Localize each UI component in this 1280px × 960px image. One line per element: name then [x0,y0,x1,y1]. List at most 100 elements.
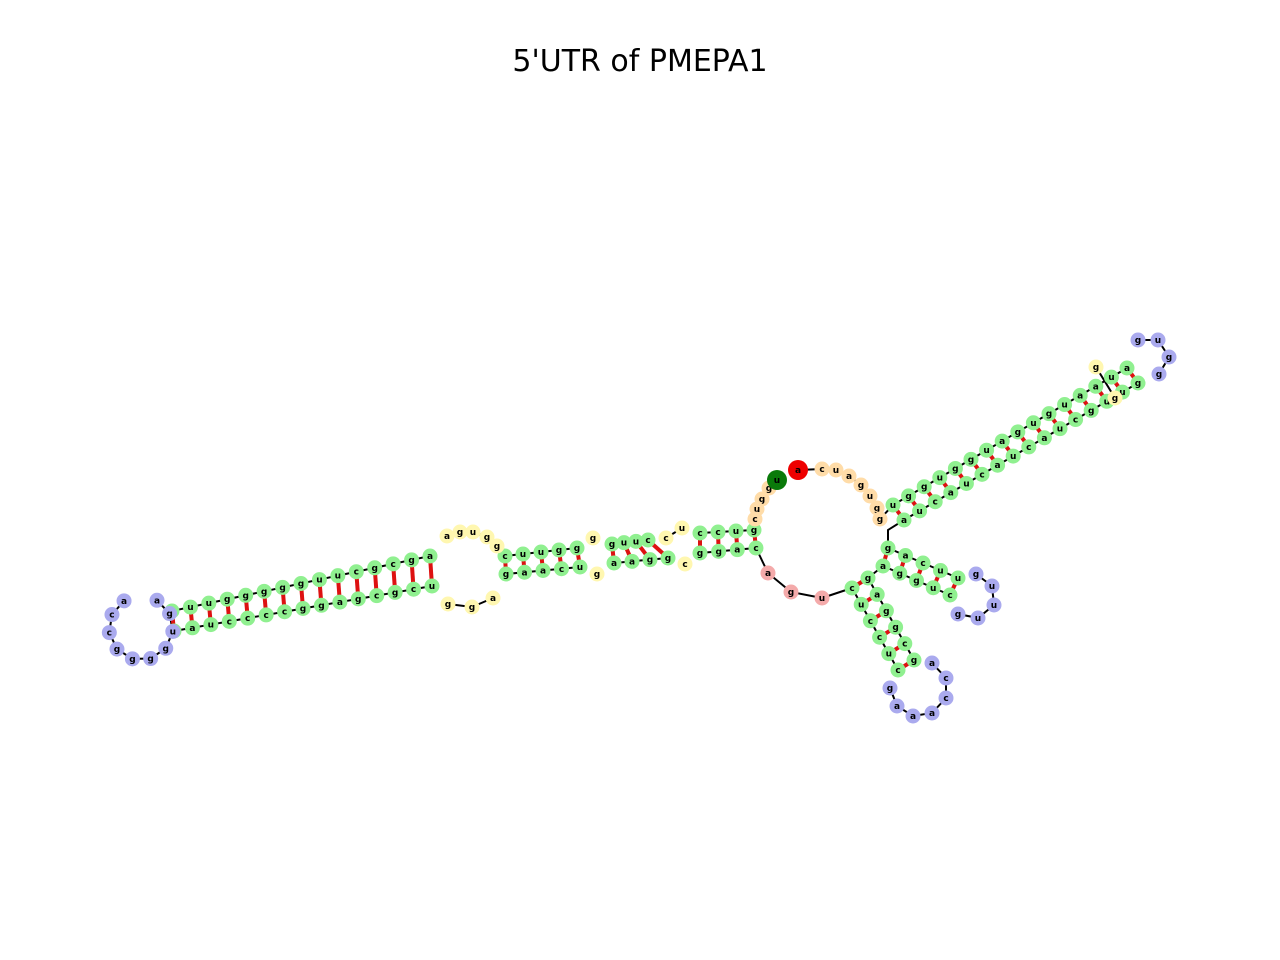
interior-loop-node: g [1107,390,1123,406]
svg-text:a: a [1041,434,1047,444]
svg-text:c: c [943,694,948,704]
svg-text:c: c [645,536,650,546]
stem-node: u [950,570,966,586]
interior-loop-node: u [674,520,690,536]
stem-node: c [221,613,237,629]
svg-text:c: c [943,674,948,684]
stem-node: u [203,617,219,633]
svg-text:a: a [901,516,907,526]
svg-text:u: u [1108,373,1114,383]
svg-text:u: u [975,614,981,624]
diagram-title: 5'UTR of PMEPA1 [512,44,768,79]
stem-node: a [422,548,438,564]
svg-text:g: g [163,644,169,654]
stem-node: u [979,442,995,458]
svg-text:a: a [611,559,617,569]
svg-text:g: g [408,556,414,566]
svg-text:g: g [921,483,927,493]
svg-text:c: c [933,498,938,508]
interior-loop-node: u [465,524,481,540]
stem-node: g [909,573,924,588]
svg-text:c: c [107,629,112,639]
hairpin-loop-node: g [109,641,125,657]
stem-node: c [890,662,906,678]
hairpin-loop-node: u [986,597,1002,613]
svg-text:g: g [1112,394,1118,404]
svg-text:c: c [849,584,854,594]
svg-text:u: u [679,524,685,534]
svg-text:a: a [894,702,900,712]
interior-loop-node: g [585,530,601,546]
stem-node: u [925,580,941,596]
stem-node: g [1010,424,1026,440]
svg-text:c: c [263,611,268,621]
svg-text:a: a [490,594,496,604]
svg-text:c: c [753,544,758,554]
svg-text:u: u [819,594,825,604]
svg-text:g: g [392,588,398,598]
hairpin-loop-node: g [950,606,966,622]
svg-text:a: a [880,562,886,572]
svg-text:c: c [895,666,900,676]
stem-node: g [387,584,403,600]
svg-text:a: a [629,557,635,567]
svg-text:g: g [897,569,903,579]
svg-text:g: g [503,570,509,580]
hairpin-loop-node: a [924,705,940,721]
svg-text:g: g [1015,428,1021,438]
svg-text:c: c [1073,416,1078,426]
svg-text:u: u [937,567,943,577]
svg-text:a: a [929,659,935,669]
stem-node: g [498,566,514,582]
stem-node: g [906,652,922,668]
svg-text:g: g [874,504,880,514]
multiloop-node: u [814,590,830,606]
interior-loop-node: g [1088,359,1104,375]
svg-text:u: u [316,576,322,586]
svg-text:u: u [937,474,943,484]
svg-text:a: a [910,712,916,722]
svg-text:c: c [390,560,395,570]
stem-node: g [963,451,979,467]
svg-text:u: u [733,527,739,537]
svg-text:c: c [877,633,882,643]
stem-node: g [350,591,366,607]
stem-node: c [710,524,726,540]
svg-text:g: g [494,542,500,552]
svg-text:g: g [858,481,864,491]
stem-node: a [875,558,891,574]
svg-text:g: g [665,554,671,564]
svg-text:u: u [206,599,212,609]
stem-node: c [927,494,943,510]
hairpin-loop-node: c [104,607,120,623]
svg-text:u: u [187,603,193,613]
stem-node: g [692,545,708,561]
hairpin-loop-node: c [938,690,954,706]
svg-text:g: g [1135,379,1141,389]
svg-text:a: a [734,546,740,556]
multiloop-node: a [760,565,776,581]
svg-text:c: c [1026,443,1031,453]
svg-text:u: u [833,466,839,476]
svg-text:g: g [279,583,285,593]
stem-node: g [1083,402,1099,418]
three-prime-end-node: a [788,460,808,480]
interior-loop-node: a [439,528,455,544]
hairpin-loop-node: g [1151,366,1167,382]
stem-node: c [640,532,656,548]
stem-node: g [660,550,676,566]
svg-text:g: g [973,570,979,580]
svg-text:u: u [1119,388,1125,398]
svg-text:u: u [621,539,627,549]
svg-text:c: c [227,617,232,627]
svg-text:g: g [883,607,889,617]
stem-node: g [404,552,420,568]
stem-node: c [862,613,878,629]
stem-node: a [943,485,959,501]
svg-text:u: u [858,600,864,610]
interior-loop-node: g [440,596,456,612]
stem-node: u [885,497,901,513]
svg-text:u: u [930,584,936,594]
interior-loop-node: g [464,599,480,615]
